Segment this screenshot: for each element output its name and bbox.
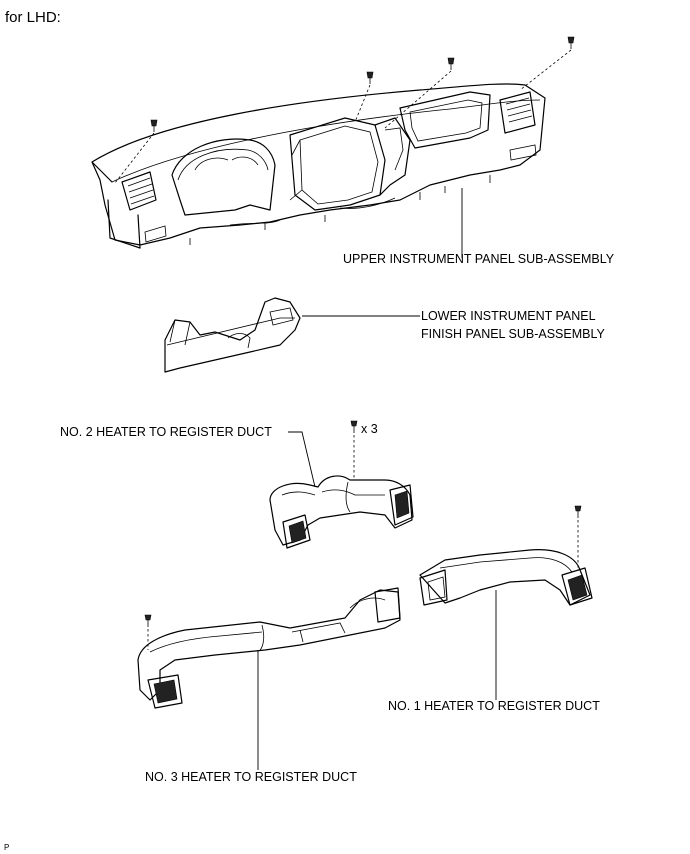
no1-duct-label: NO. 1 HEATER TO REGISTER DUCT xyxy=(388,699,600,713)
no2-heater-duct xyxy=(269,475,414,549)
screw-icon xyxy=(354,71,374,123)
screw-icon xyxy=(350,420,358,433)
upper-panel-screws xyxy=(114,36,575,184)
no2-duct-leader xyxy=(288,431,316,488)
lower-finish-panel xyxy=(164,297,301,373)
no2-screw-qty: x 3 xyxy=(361,422,378,436)
lower-panel-label-line2: FINISH PANEL SUB-ASSEMBLY xyxy=(421,327,606,341)
screw-icon xyxy=(519,36,575,91)
no3-heater-duct xyxy=(137,587,401,709)
screw-icon xyxy=(144,614,152,627)
no1-duct-screw xyxy=(574,505,582,568)
no3-duct-label: NO. 3 HEATER TO REGISTER DUCT xyxy=(145,770,357,784)
diagram-title: for LHD: xyxy=(5,9,61,26)
upper-instrument-panel xyxy=(91,83,546,249)
no2-duct-label: NO. 2 HEATER TO REGISTER DUCT xyxy=(60,425,272,439)
screw-icon xyxy=(574,505,582,518)
footer-code: P xyxy=(4,843,9,852)
no3-duct-screw xyxy=(144,614,152,650)
upper-panel-label: UPPER INSTRUMENT PANEL SUB-ASSEMBLY xyxy=(343,252,615,266)
no2-duct-screw: x 3 xyxy=(350,420,378,480)
lower-panel-label-line1: LOWER INSTRUMENT PANEL xyxy=(421,309,596,323)
screw-icon xyxy=(114,119,158,184)
screw-icon xyxy=(384,57,455,129)
no1-heater-duct xyxy=(419,549,593,606)
